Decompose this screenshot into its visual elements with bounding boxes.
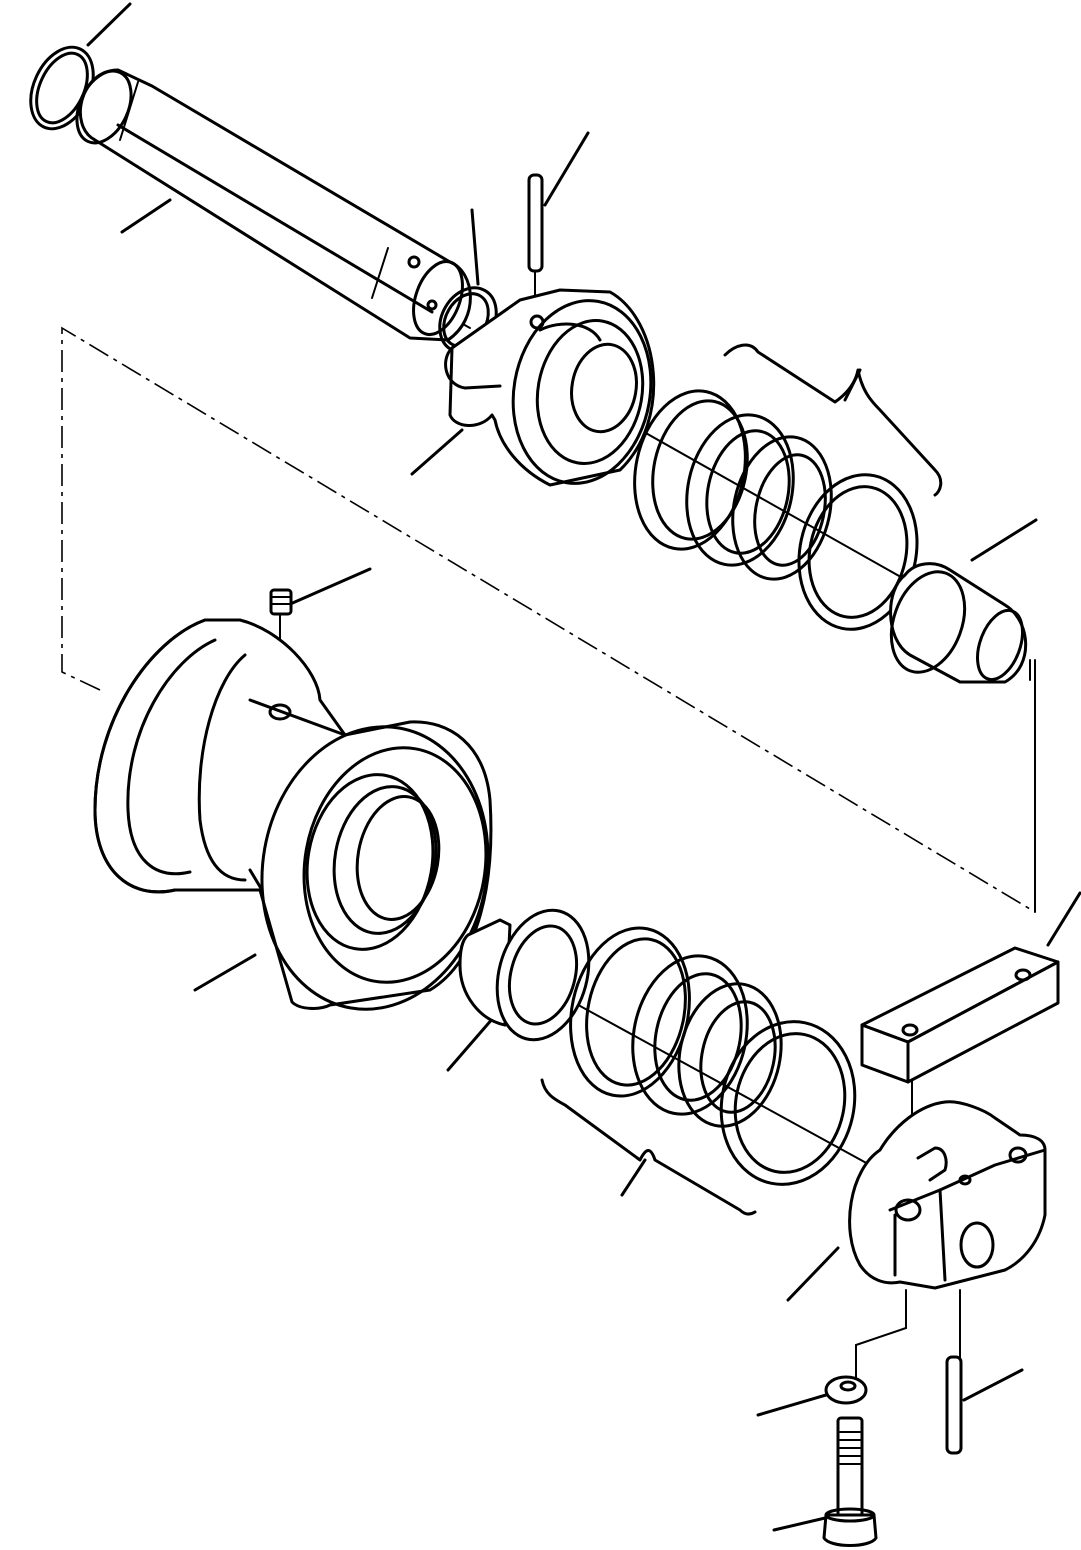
- leader-washer: [756, 1393, 828, 1417]
- leader-plug: [286, 567, 372, 607]
- bushing-right: [889, 562, 1028, 684]
- roller-shaft: [75, 68, 472, 342]
- leader-end-collar-bottom: [786, 1246, 840, 1302]
- assembly-outline: [61, 326, 1036, 913]
- roller-body: [93, 618, 493, 1011]
- leader-retaining-ring: [470, 208, 480, 286]
- guard-plate: [860, 946, 1060, 1084]
- end-collar-bottom: [848, 1100, 1047, 1290]
- leader-roller-shaft: [120, 198, 172, 234]
- dowel-pin-bottom: [945, 1355, 963, 1455]
- bushing-left: [458, 908, 591, 1042]
- washer: [824, 1375, 868, 1405]
- leader-bushing-right: [970, 518, 1038, 562]
- leader-seal-group-bottom: [620, 1158, 647, 1197]
- seal-group-bottom: [540, 926, 857, 1216]
- dowel-pin-top: [527, 173, 544, 273]
- leader-roller-body: [193, 953, 257, 992]
- leader-dowel-pin-bottom: [962, 1368, 1024, 1402]
- leader-guard-plate: [1046, 891, 1081, 947]
- bolt: [822, 1416, 878, 1547]
- leader-o-ring-top: [86, 2, 132, 47]
- end-collar-top: [444, 288, 656, 487]
- plug: [269, 588, 293, 616]
- leader-end-collar-top: [410, 428, 464, 476]
- leader-dowel-pin-top: [543, 131, 590, 207]
- seal-group-top: [633, 343, 943, 631]
